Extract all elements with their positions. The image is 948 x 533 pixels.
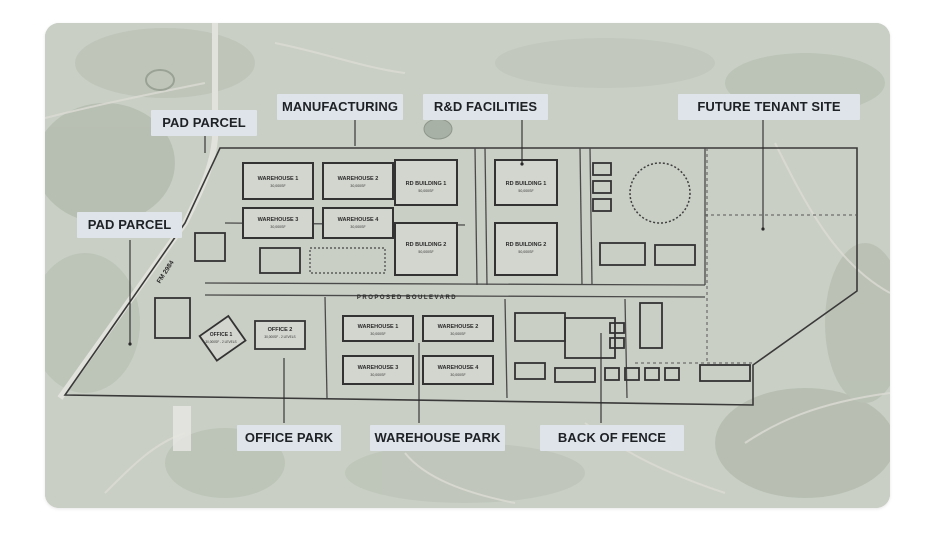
svg-text:30,000SF: 30,000SF [270,184,285,188]
svg-text:30,000SF - 2 LEVELS: 30,000SF - 2 LEVELS [205,340,236,344]
svg-text:30,000SF: 30,000SF [370,373,385,377]
wp-warehouse-3: WAREHOUSE 3 30,000SF [342,355,414,385]
svg-text:RD BUILDING 2: RD BUILDING 2 [406,242,447,248]
rd-building-2a: RD BUILDING 2 50,000SF [394,222,458,276]
svg-text:30,000SF: 30,000SF [450,332,465,336]
mfg-warehouse-4: WAREHOUSE 4 30,000SF [322,207,394,239]
svg-text:RD BUILDING 2: RD BUILDING 2 [506,242,547,248]
mfg-warehouse-3: WAREHOUSE 3 30,000SF [242,207,314,239]
office-1: OFFICE 1 30,000SF - 2 LEVELS [198,314,247,362]
rd-building-1b: RD BUILDING 1 50,000SF [494,159,558,206]
svg-text:OFFICE 2: OFFICE 2 [268,327,293,333]
manufacturing-buildings: WAREHOUSE 1 30,000SF WAREHOUSE 2 30,000S… [242,162,394,274]
track-circle [145,69,175,91]
svg-text:WAREHOUSE 1: WAREHOUSE 1 [358,324,399,330]
mfg-warehouse-2: WAREHOUSE 2 30,000SF [322,162,394,200]
small-buildings [154,162,751,383]
white-patch [173,406,191,451]
callout-pad-parcel-top: PAD PARCEL [151,110,257,136]
svg-text:30,000SF: 30,000SF [350,184,365,188]
callout-leader-lines [129,120,764,423]
rd-buildings: RD BUILDING 1 50,000SF RD BUILDING 1 50,… [394,159,558,276]
svg-text:WAREHOUSE 2: WAREHOUSE 2 [338,176,379,182]
rd-building-2b: RD BUILDING 2 50,000SF [494,222,558,276]
callout-warehouse-park: WAREHOUSE PARK [370,425,505,451]
svg-text:30,000SF: 30,000SF [450,373,465,377]
svg-text:30,000SF: 30,000SF [370,332,385,336]
parking-lot [309,247,386,274]
future-tenant-parcels [635,148,857,364]
svg-text:50,000SF: 50,000SF [518,189,533,193]
svg-text:WAREHOUSE 3: WAREHOUSE 3 [358,365,399,371]
site-boundary [63,147,858,406]
callout-pad-parcel-left: PAD PARCEL [77,212,182,238]
parking-lot [259,247,301,274]
mfg-warehouse-1: WAREHOUSE 1 30,000SF [242,162,314,200]
callout-manufacturing: MANUFACTURING [277,94,403,120]
pond [423,118,453,140]
boulevard-label: PROPOSED BOULEVARD [357,295,457,301]
svg-text:WAREHOUSE 4: WAREHOUSE 4 [338,217,380,223]
office-buildings: OFFICE 1 30,000SF - 2 LEVELS OFFICE 2 30… [198,314,306,362]
svg-text:50,000SF: 50,000SF [418,189,433,193]
round-parcel [629,162,691,224]
svg-text:30,000SF - 2 LEVELS: 30,000SF - 2 LEVELS [264,335,295,339]
svg-text:50,000SF: 50,000SF [418,250,433,254]
wp-warehouse-1: WAREHOUSE 1 30,000SF [342,315,414,342]
wp-warehouse-4: WAREHOUSE 4 30,000SF [422,355,494,385]
svg-text:RD BUILDING 1: RD BUILDING 1 [406,181,447,187]
svg-text:WAREHOUSE 1: WAREHOUSE 1 [258,176,299,182]
svg-text:WAREHOUSE 3: WAREHOUSE 3 [258,217,299,223]
svg-text:30,000SF: 30,000SF [270,225,285,229]
wp-warehouse-2: WAREHOUSE 2 30,000SF [422,315,494,342]
svg-text:OFFICE 1: OFFICE 1 [210,332,233,338]
svg-text:WAREHOUSE 4: WAREHOUSE 4 [438,365,480,371]
office-2: OFFICE 2 30,000SF - 2 LEVELS [254,320,306,350]
svg-text:WAREHOUSE 2: WAREHOUSE 2 [438,324,479,330]
callout-office-park: OFFICE PARK [237,425,341,451]
leader-endpoints [128,162,765,346]
svg-text:RD BUILDING 1: RD BUILDING 1 [506,181,547,187]
rd-building-1a: RD BUILDING 1 50,000SF [394,159,458,206]
svg-text:50,000SF: 50,000SF [518,250,533,254]
warehouse-park-buildings: WAREHOUSE 1 30,000SF WAREHOUSE 2 30,000S… [342,315,494,385]
callout-future-tenant-site: FUTURE TENANT SITE [678,94,860,120]
svg-text:30,000SF: 30,000SF [350,225,365,229]
callout-back-of-fence: BACK OF FENCE [540,425,684,451]
callout-rd-facilities: R&D FACILITIES [423,94,548,120]
internal-roads [204,147,706,399]
